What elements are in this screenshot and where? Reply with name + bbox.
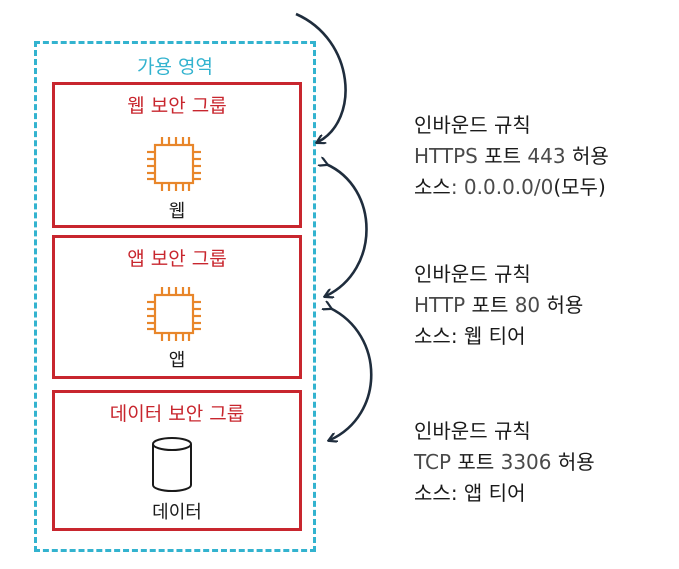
availability-zone-label: 가용 영역: [137, 56, 213, 78]
rule-heading: 인바운드 규칙: [414, 113, 531, 137]
internet-to-web-arrow: [295, 12, 347, 142]
data-inbound-rule: 인바운드 규칙 TCP 포트 3306 허용 소스: 앱 티어: [414, 416, 595, 509]
data-security-group: 데이터 보안 그룹 데이터: [52, 390, 302, 531]
web-to-app-arrow: [326, 164, 368, 296]
rule-heading: 인바운드 규칙: [414, 419, 531, 443]
app-to-data-arrow: [330, 308, 373, 440]
rule-port-line: HTTP 포트 80 허용: [414, 293, 584, 317]
rule-source-line: 소스: 0.0.0.0/0(모두): [414, 175, 606, 199]
rule-source-line: 소스: 웹 티어: [414, 324, 526, 348]
rule-source-line: 소스: 앱 티어: [414, 481, 526, 505]
chip-icon: [147, 137, 201, 191]
web-inbound-rule: 인바운드 규칙 HTTPS 포트 443 허용 소스: 0.0.0.0/0(모두…: [414, 110, 609, 203]
app-security-group-title: 앱 보안 그룹: [127, 248, 227, 270]
web-security-group-title: 웹 보안 그룹: [127, 95, 227, 117]
app-inbound-rule: 인바운드 규칙 HTTP 포트 80 허용 소스: 웹 티어: [414, 259, 583, 352]
database-icon: [152, 437, 192, 492]
web-security-group: 웹 보안 그룹 웹: [52, 82, 302, 228]
app-security-group: 앱 보안 그룹 앱: [52, 235, 302, 379]
chip-icon: [147, 287, 201, 341]
data-tier-label: 데이터: [152, 502, 202, 523]
app-tier-label: 앱: [168, 350, 186, 371]
web-tier-label: 웹: [168, 201, 186, 222]
rule-port-line: TCP 포트 3306 허용: [414, 450, 595, 474]
availability-zone-boundary: [34, 41, 316, 552]
rule-port-line: HTTPS 포트 443 허용: [414, 144, 609, 168]
data-security-group-title: 데이터 보안 그룹: [109, 403, 245, 425]
rule-heading: 인바운드 규칙: [414, 262, 531, 286]
